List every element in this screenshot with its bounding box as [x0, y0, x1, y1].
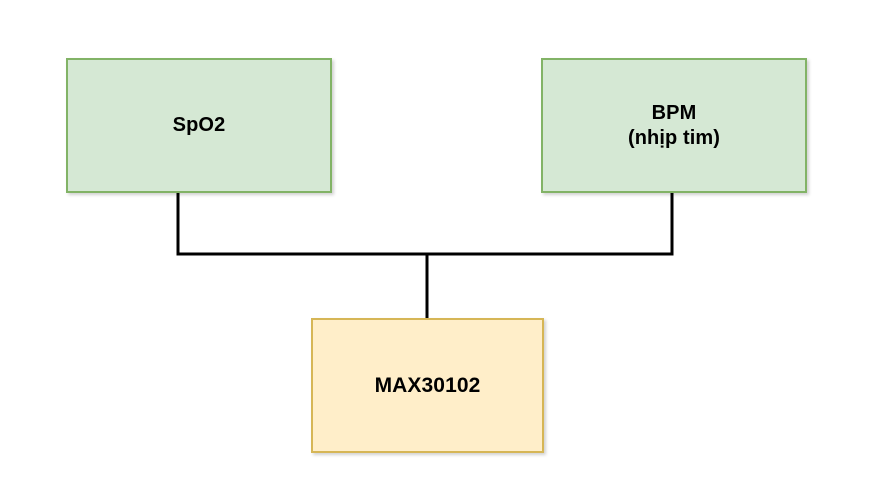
- node-max30102[interactable]: MAX30102: [311, 318, 544, 453]
- node-max30102-label: MAX30102: [374, 373, 481, 397]
- node-bpm-label-group: BPM (nhịp tim): [628, 101, 720, 150]
- node-bpm-label-secondary: (nhịp tim): [627, 126, 721, 149]
- node-bpm[interactable]: BPM (nhịp tim): [541, 58, 807, 193]
- node-spo2-label: SpO2: [172, 114, 226, 137]
- node-bpm-label: BPM: [651, 102, 697, 125]
- node-spo2[interactable]: SpO2: [66, 58, 332, 193]
